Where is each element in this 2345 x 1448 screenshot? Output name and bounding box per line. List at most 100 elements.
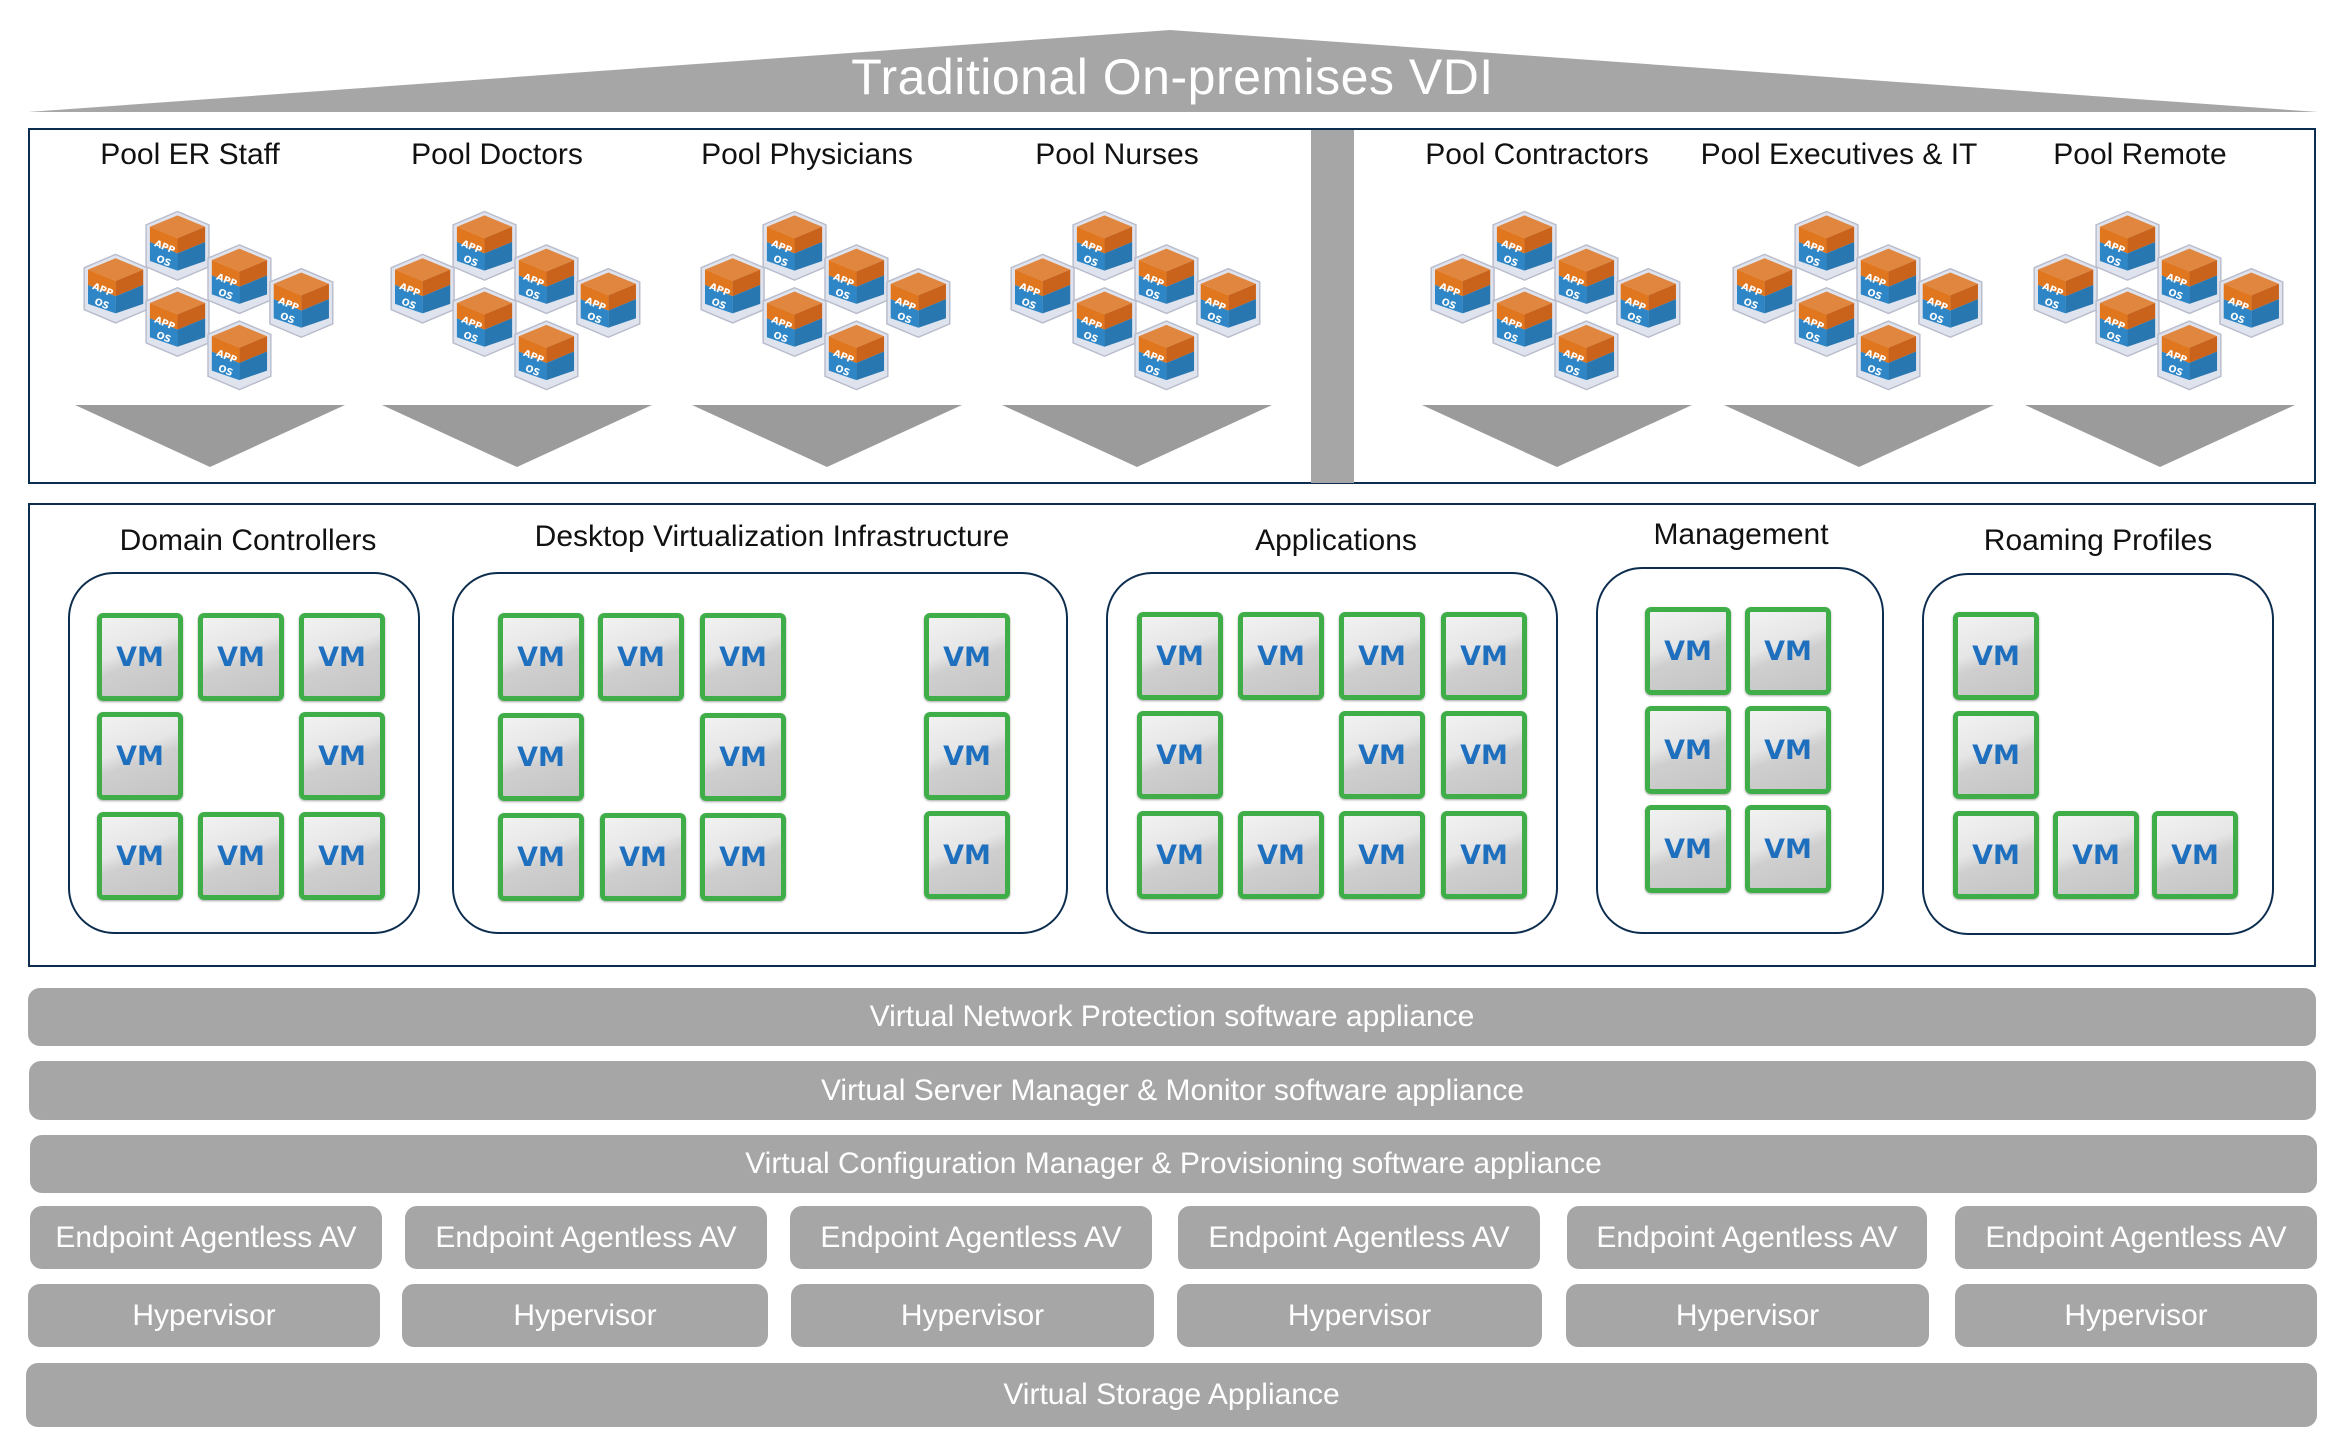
vm-label: VM [943,641,991,673]
vm-tile: VM [924,712,1010,800]
cube-os-label: OS [710,296,728,312]
diagram-title: Traditional On-premises VDI [851,49,1494,105]
group-management [1596,567,1884,934]
cube-os-label: OS [1742,296,1760,312]
layer-server-manager: Virtual Server Manager & Monitor softwar… [29,1061,2316,1120]
down-arrow-icon [382,405,652,467]
vm-label: VM [1460,739,1508,771]
group-applications [1106,572,1558,934]
vm-label: VM [318,840,366,872]
pool-label: Pool Physicians [701,138,913,171]
pools-divider [1311,130,1354,483]
vm-label: VM [1358,739,1406,771]
cube-os-label: OS [1501,254,1519,270]
cube-os-label: OS [2104,330,2122,346]
cube-os-label: OS [2043,296,2061,312]
down-arrow-icon [1422,405,1692,467]
vm-tile: VM [198,812,284,900]
group-domain-controllers [68,572,420,934]
vm-tile: VM [598,613,684,701]
vm-label: VM [116,840,164,872]
vm-tile: VM [700,813,786,901]
vm-tile: VM [299,812,385,900]
vm-tile: VM [1137,711,1223,799]
vm-label: VM [1358,640,1406,672]
down-arrow-icon [2025,405,2295,467]
vm-tile: VM [1745,805,1831,893]
vm-tile: VM [2152,811,2238,899]
vm-tile: VM [1745,607,1831,695]
cube-os-label: OS [1143,287,1161,303]
vm-label: VM [1972,640,2020,672]
vm-tile: VM [299,613,385,701]
endpoint-av-3: Endpoint Agentless AV [790,1206,1152,1269]
group-label-applications: Applications [1255,524,1417,557]
vm-tile: VM [1645,706,1731,794]
endpoint-av-6: Endpoint Agentless AV [1955,1206,2317,1269]
vm-label: VM [517,841,565,873]
cube-os-label: OS [1803,330,1821,346]
cube-os-label: OS [771,254,789,270]
vm-tile: VM [97,712,183,800]
group-desktop-virtualization [452,572,1068,934]
hypervisor-5: Hypervisor [1566,1284,1929,1347]
vm-label: VM [1972,739,2020,771]
cube-os-label: OS [1440,296,1458,312]
vm-tile: VM [498,813,584,901]
cube-os-label: OS [154,254,172,270]
cube-os-label: OS [1205,311,1223,327]
pool-label: Pool Nurses [1035,138,1199,171]
pool-label: Pool Remote [2053,138,2227,171]
endpoint-av-5: Endpoint Agentless AV [1567,1206,1927,1269]
cube-os-label: OS [771,330,789,346]
cube-os-label: OS [833,363,851,379]
vm-label: VM [116,740,164,772]
vm-tile: VM [924,811,1010,899]
vm-label: VM [1156,640,1204,672]
cube-os-label: OS [523,287,541,303]
group-label-desktop-virtualization: Desktop Virtualization Infrastructure [534,520,1010,553]
vm-label: VM [1156,839,1204,871]
vm-label: VM [517,641,565,673]
vm-label: VM [1664,635,1712,667]
vm-tile: VM [198,613,284,701]
vm-tile: VM [700,613,786,701]
cube-os-label: OS [1625,311,1643,327]
vm-label: VM [1156,739,1204,771]
group-label-domain-controllers: Domain Controllers [119,524,377,557]
vm-label: VM [619,841,667,873]
vm-label: VM [1460,640,1508,672]
group-roaming-profiles [1922,573,2274,935]
hypervisor-2: Hypervisor [402,1284,768,1347]
group-label-roaming-profiles: Roaming Profiles [1983,524,2213,557]
cube-os-label: OS [461,330,479,346]
cube-os-label: OS [1081,330,1099,346]
cube-os-label: OS [1081,254,1099,270]
